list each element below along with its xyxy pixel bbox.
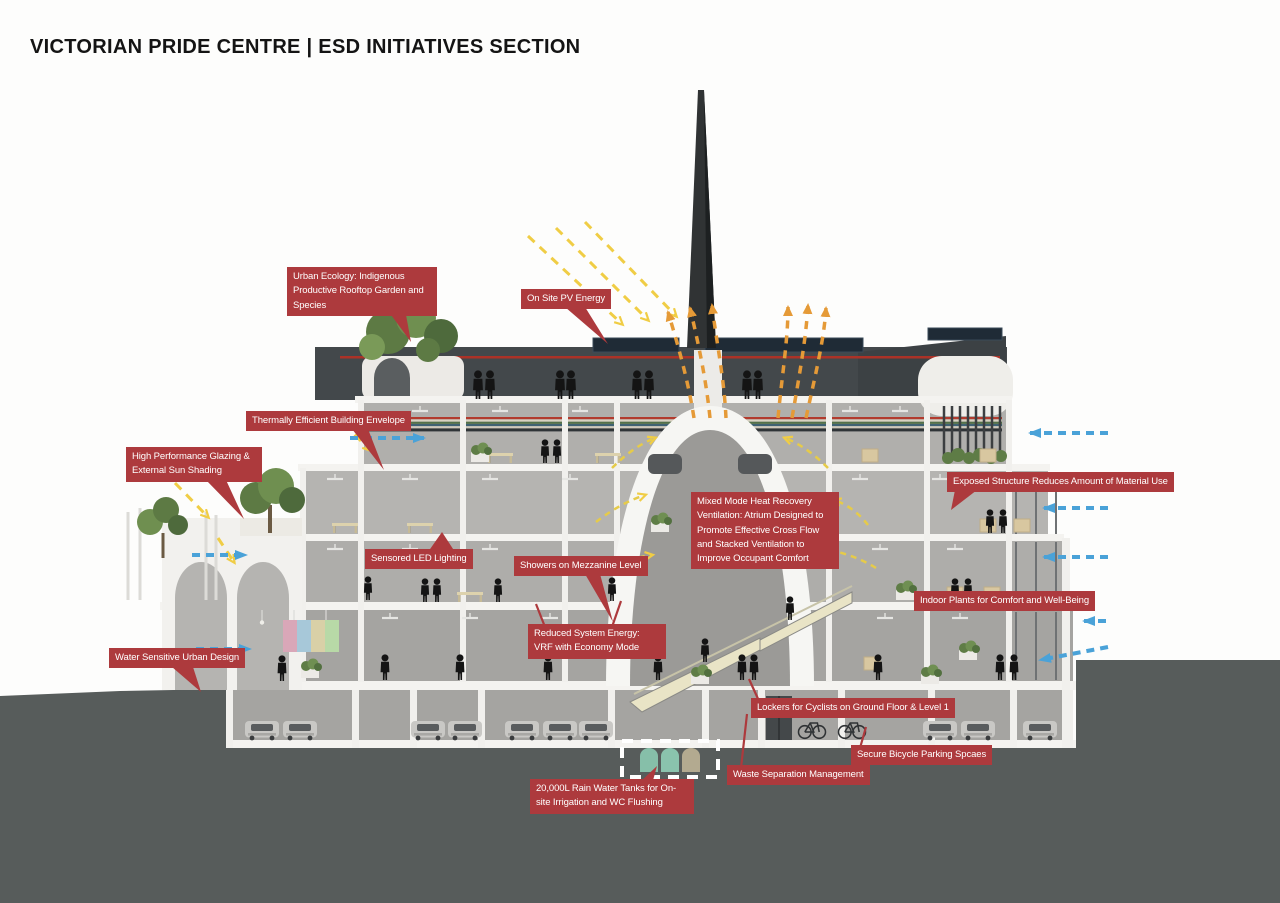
label-mixed-mode-ventilation: Mixed Mode Heat Recovery Ventilation: At… <box>691 492 839 570</box>
spire <box>687 90 722 412</box>
label-showers-mezzanine: Showers on Mezzanine Level <box>514 556 648 577</box>
label-rain-water-tanks: 20,000L Rain Water Tanks for On-site Irr… <box>530 779 694 814</box>
label-pointers <box>172 304 977 784</box>
street-tree <box>137 497 188 558</box>
label-waste-separation: Waste Separation Management <box>727 765 870 786</box>
diagram-title: VICTORIAN PRIDE CENTRE | ESD INITIATIVES… <box>30 36 581 58</box>
label-secure-bicycle-parking: Secure Bicycle Parking Spcaes <box>851 745 993 766</box>
label-water-sensitive-urban-design: Water Sensitive Urban Design <box>109 648 246 669</box>
rooftop-pavilion <box>362 356 464 400</box>
label-urban-ecology: Urban Ecology: Indigenous Productive Roo… <box>287 267 437 316</box>
terrace-tree <box>240 468 305 514</box>
label-high-performance-glazing: High Performance Glazing & External Sun … <box>126 447 262 482</box>
label-reduced-system-energy: Reduced System Energy: VRF with Economy … <box>528 624 666 659</box>
label-thermal-envelope: Thermally Efficient Building Envelope <box>246 411 411 432</box>
mural <box>283 620 339 652</box>
label-exposed-structure: Exposed Structure Reduces Amount of Mate… <box>947 472 1174 493</box>
tank-dashed-outline <box>620 739 720 779</box>
label-indoor-plants: Indoor Plants for Comfort and Well-Being <box>914 591 1096 612</box>
stack-ventilation-arrows <box>665 303 831 419</box>
label-sensored-led: Sensored LED Lighting <box>365 549 473 570</box>
label-lockers-for-cyclists: Lockers for Cyclists on Ground Floor & L… <box>751 698 955 719</box>
interior-details <box>259 370 1031 684</box>
water-tanks <box>620 739 720 779</box>
label-on-site-pv: On Site PV Energy <box>521 289 612 310</box>
